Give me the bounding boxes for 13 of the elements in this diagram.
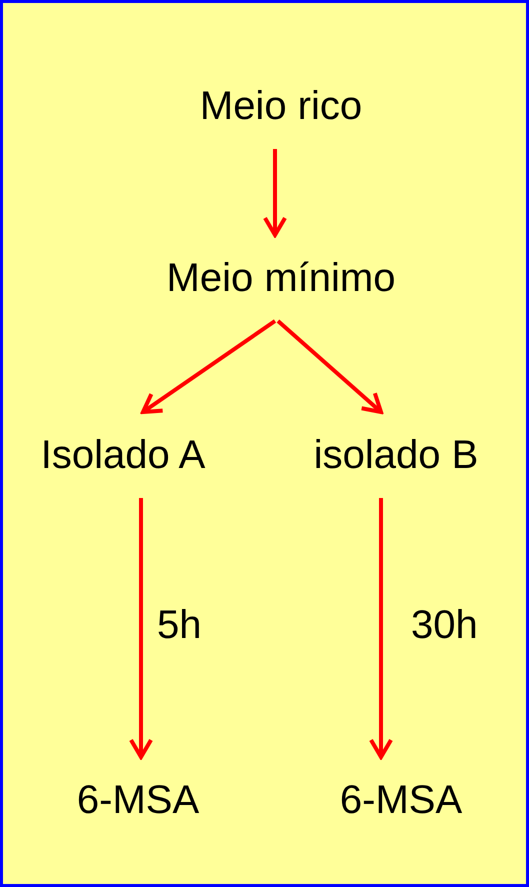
node-label: 6-MSA [76, 777, 200, 823]
node-label: Meio mínimo [166, 255, 396, 301]
node-label: isolado B [314, 432, 478, 478]
arrow [369, 498, 393, 759]
arrow [263, 149, 287, 237]
arrow [141, 319, 276, 414]
node-label: Meio rico [200, 83, 362, 129]
edge-label: 30h [411, 602, 478, 648]
arrow [276, 320, 383, 414]
arrow [129, 498, 153, 759]
edge-label: 5h [157, 602, 202, 648]
node-label: 6-MSA [340, 777, 462, 823]
node-label: Isolado A [40, 432, 206, 478]
